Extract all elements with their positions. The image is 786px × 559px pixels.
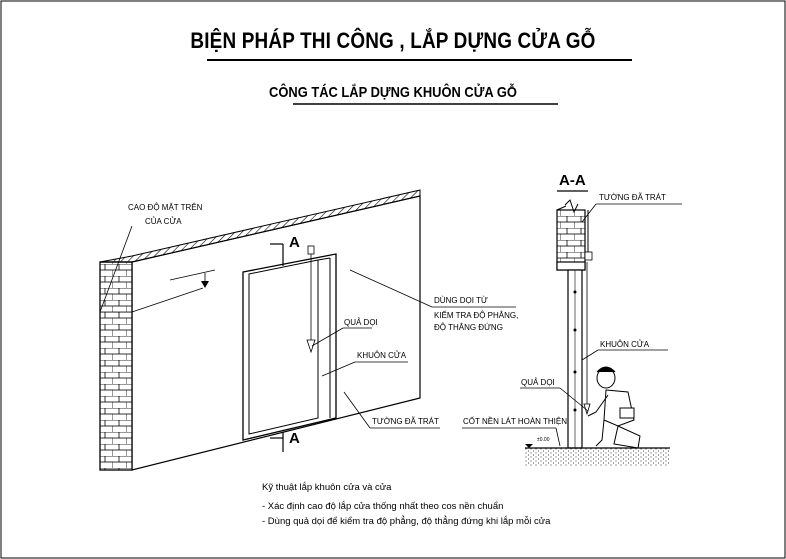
label-qua-doi-right: QUẢ DỌI (521, 378, 555, 387)
label-khuon-right: KHUÔN CỬA (600, 340, 650, 349)
notes-line-1: - Xác định cao độ lắp cửa thống nhất the… (262, 501, 504, 512)
notes-line-2: - Dùng quả dọi để kiểm tra độ phẳng, độ … (262, 516, 551, 527)
page-subtitle: CÔNG TÁC LẮP DỰNG KHUÔN CỬA GỖ (269, 84, 517, 101)
leader-khuon-cua (321, 361, 356, 377)
label-cao-do-2: CỦA CỬA (145, 217, 182, 226)
worker-figure (587, 366, 641, 449)
page-title: BIỆN PHÁP THI CÔNG , LẮP DỰNG CỬA GỖ (190, 28, 596, 53)
door-frame-inner (248, 259, 319, 435)
leader-khuon-right (581, 349, 599, 361)
label-dung-doi-3: ĐỘ THẲNG ĐỨNG (434, 323, 503, 332)
wall-perspective (99, 189, 516, 471)
plumb-bob (306, 339, 316, 354)
label-dung-doi-1: DÙNG DỌI TỪ (434, 296, 488, 305)
section-lintel (556, 261, 586, 271)
wall-brick-section (99, 261, 133, 471)
label-cao-do-1: CAO ĐỘ MẶT TRÊN (128, 203, 203, 212)
door-frame-outer (242, 253, 337, 441)
leader-dung-doi (349, 269, 433, 308)
section-title-aa: A-A (559, 172, 586, 189)
section-mark-bottom: A (289, 430, 300, 447)
notes-heading: Kỹ thuật lắp khuôn cửa và cửa (262, 482, 392, 493)
label-level: ±0.00 (537, 437, 550, 443)
leader-qua-doi-right (559, 387, 589, 412)
label-qua-doi: QUẢ DỌI (344, 318, 378, 327)
label-dung-doi-2: KIỂM TRA ĐỘ PHẲNG, (434, 311, 519, 320)
label-tuong-da-trat: TƯỜNG ĐÃ TRÁT (372, 417, 439, 426)
label-khuon-cua: KHUÔN CỬA (357, 351, 407, 360)
leader-qua-doi (311, 327, 344, 347)
section-floor (525, 448, 670, 466)
section-aa (462, 190, 682, 466)
label-cot-nen: CỐT NỀN LÁT HOÀN THIỆN (463, 417, 568, 426)
plumb-top-block (307, 245, 315, 255)
leader-tuong-right (581, 203, 597, 223)
section-brick (556, 209, 586, 271)
label-tuong-right: TƯỜNG ĐÃ TRÁT (599, 193, 666, 202)
leader-cao-do (99, 225, 133, 313)
leader-tuong (343, 391, 371, 429)
section-mark-top: A (289, 234, 300, 251)
